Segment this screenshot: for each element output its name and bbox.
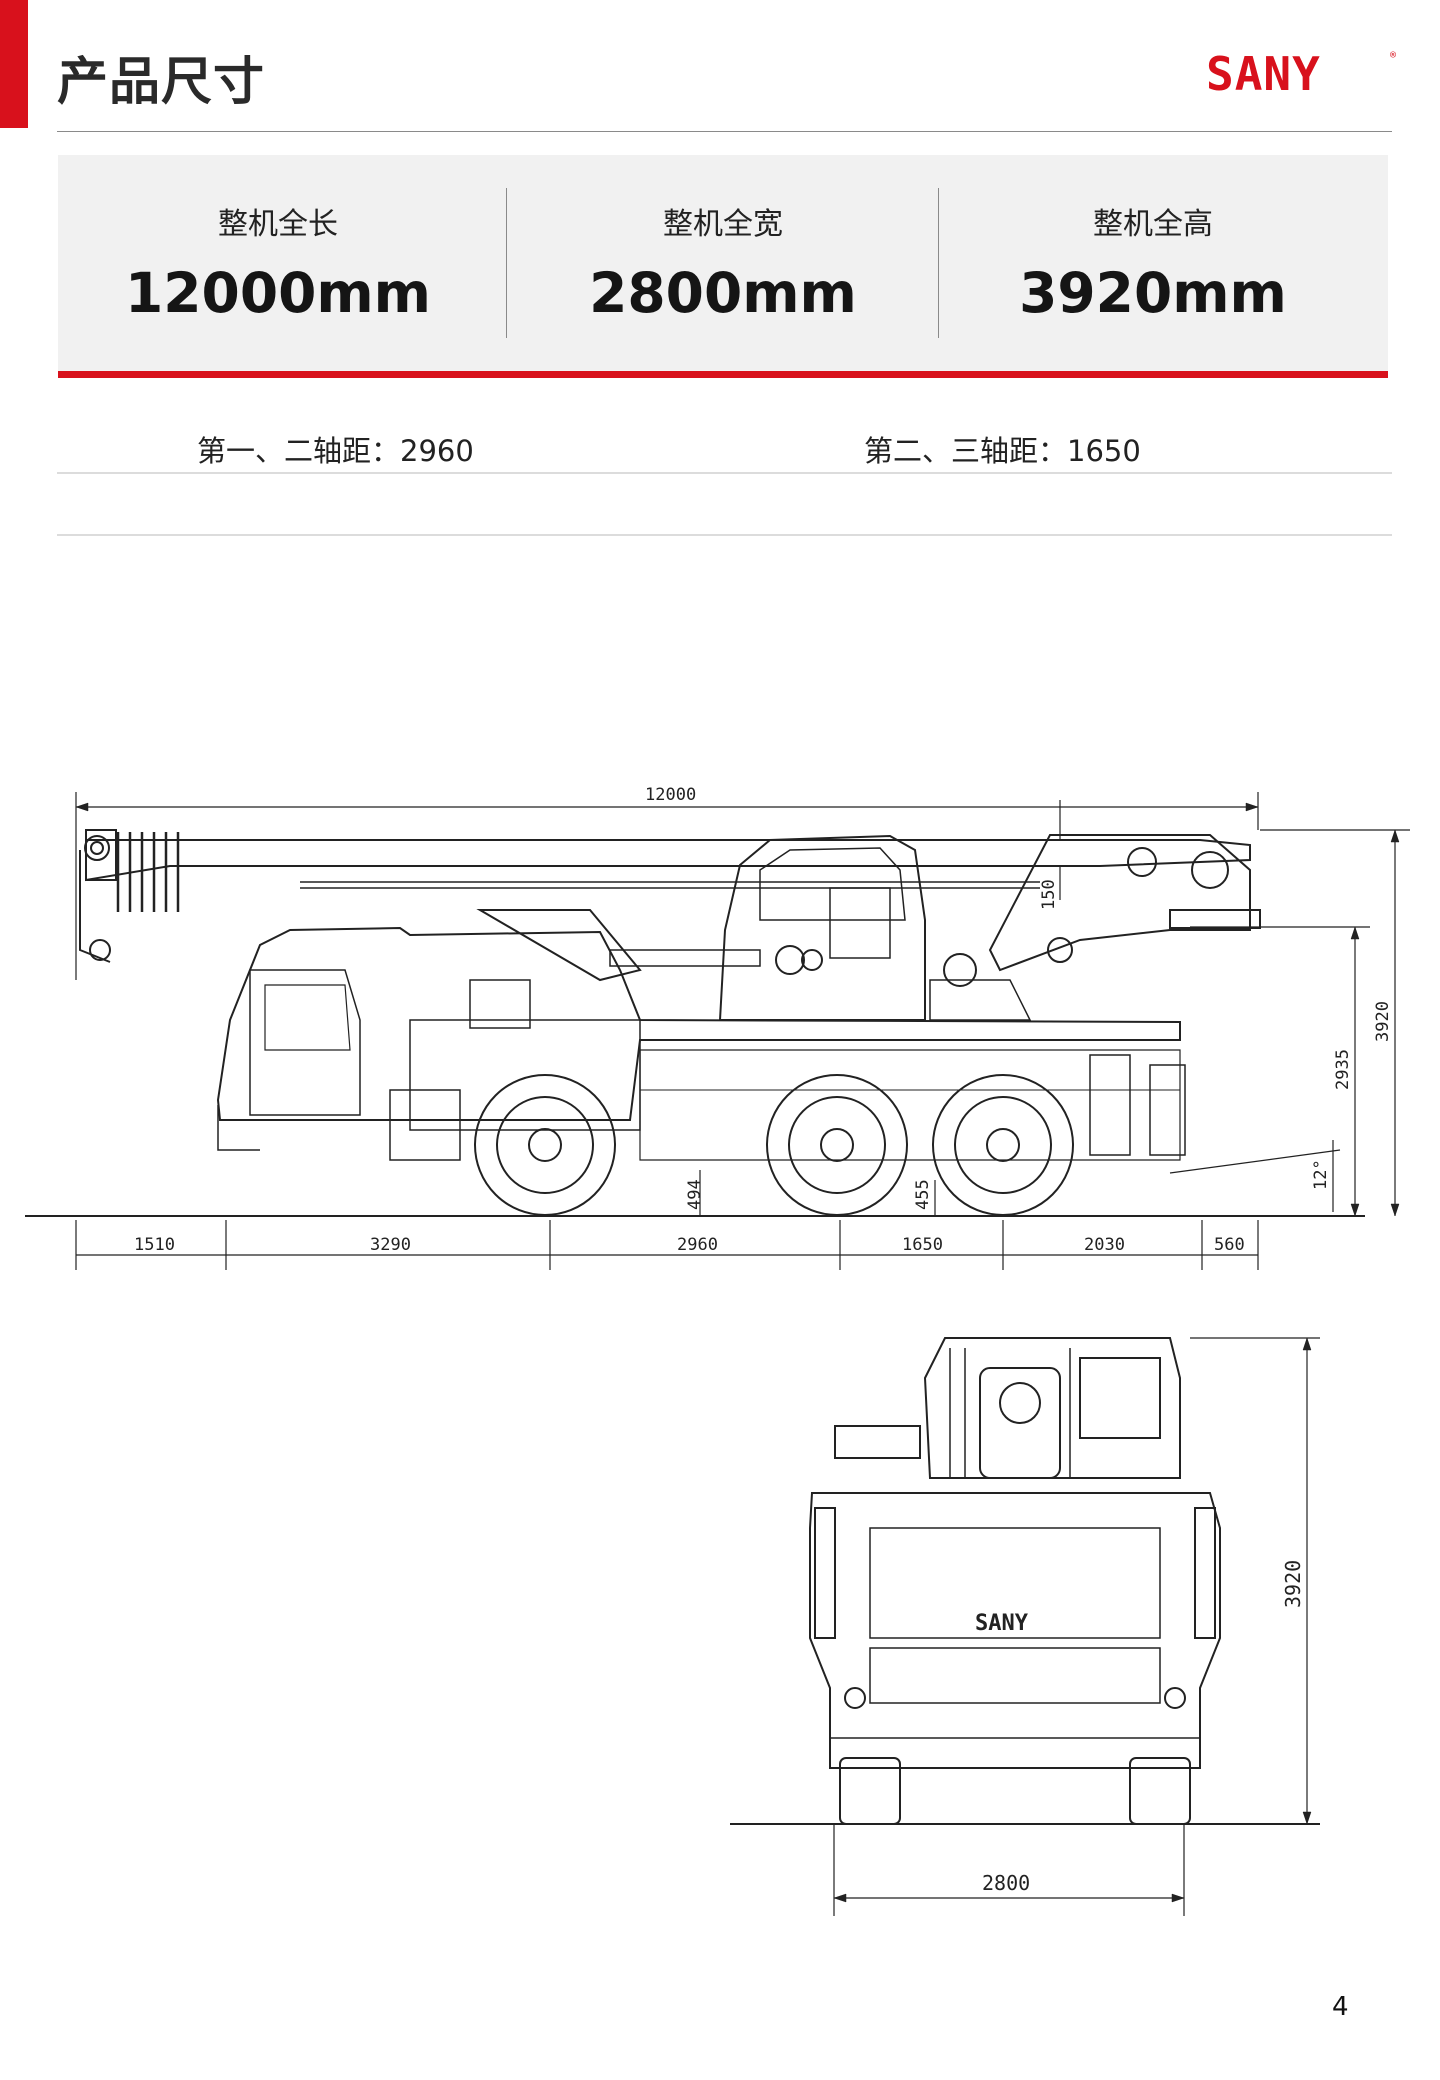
front-badge: SANY bbox=[975, 1611, 1029, 1636]
overall-length-cell: 整机全长 12000mm bbox=[63, 155, 493, 374]
side-view-drawing: 12000 1510 3290 2960 1650 2030 560 3920 … bbox=[25, 785, 1410, 1270]
dim-front-width: 2800 bbox=[982, 1871, 1030, 1895]
dim-segment: 1510 bbox=[134, 1235, 175, 1255]
dim-label: 整机全宽 bbox=[663, 207, 783, 242]
header-divider bbox=[57, 131, 1392, 132]
dim-front-height: 3920 bbox=[1281, 1560, 1305, 1608]
dim-segment: 560 bbox=[1214, 1235, 1245, 1255]
dim-clearance-2: 455 bbox=[913, 1179, 933, 1210]
overall-width-cell: 整机全宽 2800mm bbox=[508, 155, 938, 374]
dim-value: 12000mm bbox=[125, 261, 431, 325]
page-number: 4 bbox=[1332, 1992, 1349, 2022]
registered-mark: ® bbox=[1390, 50, 1397, 61]
table-rule bbox=[57, 534, 1392, 536]
dim-departure-angle: 12° bbox=[1311, 1159, 1331, 1190]
dim-segment: 2030 bbox=[1084, 1235, 1125, 1255]
page-title: 产品尺寸 bbox=[57, 53, 266, 112]
dim-total-height: 3920 bbox=[1373, 1001, 1393, 1042]
dim-total-length: 12000 bbox=[645, 785, 696, 805]
header-accent-bar bbox=[0, 0, 28, 128]
table-rule bbox=[57, 472, 1392, 474]
wheelbase-axle-2-3: 第二、三轴距：1650 bbox=[864, 434, 1141, 468]
dim-label: 整机全高 bbox=[1093, 207, 1213, 242]
dim-segment: 1650 bbox=[902, 1235, 943, 1255]
dim-value: 2800mm bbox=[589, 261, 857, 325]
overall-dimensions-panel: 整机全长 12000mm 整机全宽 2800mm 整机全高 3920mm bbox=[58, 155, 1388, 374]
wheelbase-axle-1-2: 第一、二轴距：2960 bbox=[197, 434, 474, 468]
dim-boom-offset: 150 bbox=[1039, 879, 1059, 910]
brand-wordmark: SANY bbox=[1206, 47, 1321, 101]
sany-logo: SANY ® bbox=[1206, 47, 1397, 101]
dim-separator bbox=[506, 188, 507, 338]
front-view-drawing: SANY 3920 2800 bbox=[730, 1337, 1320, 1916]
dim-segment: 3290 bbox=[370, 1235, 411, 1255]
dimensions-red-underline bbox=[58, 371, 1388, 378]
overall-height-cell: 整机全高 3920mm bbox=[938, 155, 1368, 374]
dim-clearance-1: 494 bbox=[685, 1179, 705, 1210]
dim-segment: 2960 bbox=[677, 1235, 718, 1255]
dim-label: 整机全长 bbox=[218, 207, 338, 242]
dim-deck-height: 2935 bbox=[1333, 1049, 1353, 1090]
dim-value: 3920mm bbox=[1019, 261, 1287, 325]
dim-separator bbox=[938, 188, 939, 338]
